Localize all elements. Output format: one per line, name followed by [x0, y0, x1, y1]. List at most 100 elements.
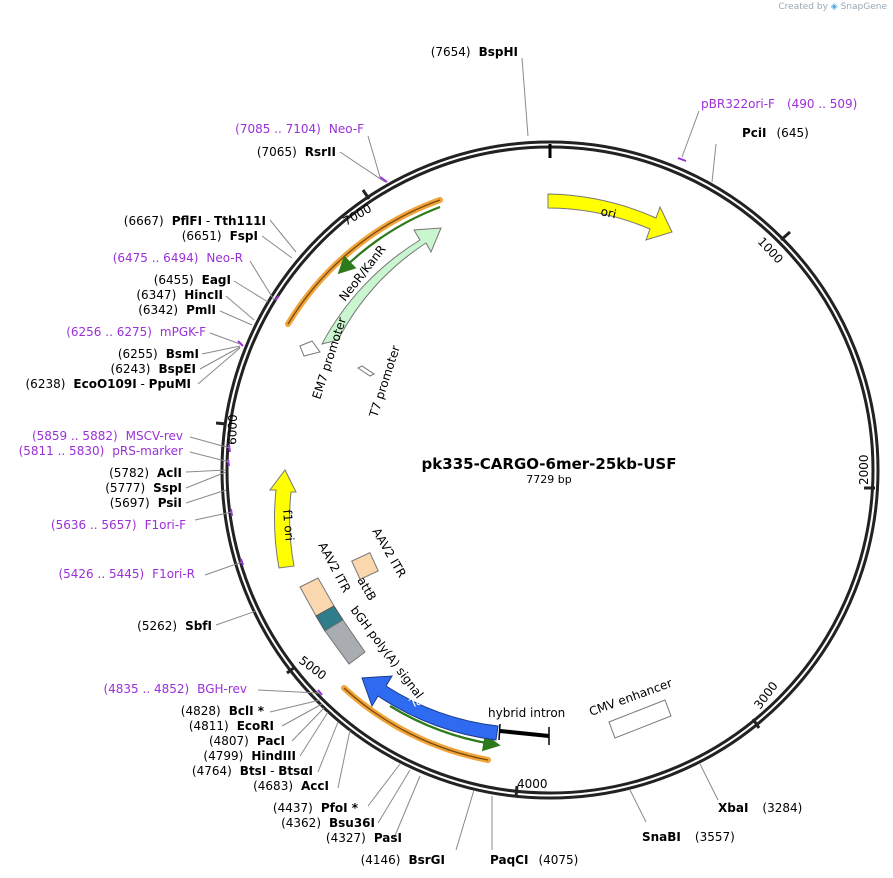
primer-range: (6475 .. 6494) [113, 251, 199, 265]
site-pmli[interactable]: (6342)PmlI [138, 303, 216, 317]
site-ecoo109i[interactable]: (6238)EcoO109I - PpuMI [26, 377, 192, 391]
site-pos: (5782) [109, 466, 149, 480]
site-pos: (5262) [137, 619, 177, 633]
site-name: PciI [742, 126, 767, 140]
feature-t7-arrow[interactable] [357, 365, 375, 377]
site-name: PacI [257, 734, 285, 748]
primer-prs-marker[interactable]: (5811 .. 5830)pRS-marker [19, 444, 183, 458]
site-bcli[interactable]: (4828)BclI * [181, 704, 265, 718]
site-name: SspI [153, 481, 182, 495]
site-pcii[interactable]: PciI (645) [742, 126, 809, 140]
site-name: HincII [184, 288, 223, 302]
tick-label-6000: 6000 [225, 414, 240, 445]
site-pos: (4683) [253, 779, 293, 793]
primer-name: F1ori-F [145, 518, 186, 532]
site-pflfi[interactable]: (6667)PflFI - Tth111I [124, 214, 266, 228]
site-name: BsrGI [408, 853, 445, 867]
site-name: AccI [301, 779, 329, 793]
site-fspi[interactable]: (6651)FspI [182, 229, 258, 243]
site-snabi[interactable]: SnaBI (3557) [642, 830, 735, 844]
primer-range: (7085 .. 7104) [235, 122, 321, 136]
primer-mpgk-f[interactable]: (6256 .. 6275)mPGK-F [66, 325, 206, 339]
site-pfoi[interactable]: (4437)PfoI * [273, 801, 359, 815]
site-sbfi[interactable]: (5262) SbfI [137, 619, 212, 633]
site-acli[interactable]: (5782)AclI [109, 466, 182, 480]
site-pos: (6455) [154, 273, 194, 287]
feature-bgh-box[interactable] [324, 619, 366, 665]
site-name: BspHI [479, 45, 518, 59]
site-bsphi[interactable]: (7654) BspHI [431, 45, 518, 59]
site-sspi[interactable]: (5777) SspI [105, 481, 182, 495]
site-rsrii[interactable]: (7065) RsrII [257, 145, 336, 159]
site-name: RsrII [305, 145, 336, 159]
site-ecori[interactable]: (4811)EcoRI [189, 719, 274, 733]
site-bsrgi[interactable]: (4146) BsrGI [361, 853, 445, 867]
site-btsi[interactable]: (4764)BtsI - BtsαI [192, 764, 313, 778]
site-bsmi[interactable]: (6255)BsmI [118, 347, 199, 361]
site-hindiii[interactable]: (4799)HindIII [203, 749, 296, 763]
primer-neo-f[interactable]: (7085 .. 7104) Neo-F [235, 122, 364, 136]
feature-tagbfp-arrow[interactable] [361, 675, 499, 741]
feature-f1ori-arrow[interactable] [269, 469, 297, 569]
tick-label-4000: 4000 [517, 777, 548, 791]
site-pos: (3557) [695, 830, 735, 844]
site-bspei[interactable]: (6243)BspEI [111, 362, 196, 376]
site-name: PfoI * [321, 801, 359, 815]
feature-neor-arrow[interactable] [321, 227, 442, 345]
site-labels: (7654) BspHI PciI (645) (7065) RsrII (6667)… [26, 45, 809, 867]
feature-cmv-box[interactable] [608, 699, 672, 739]
tick-5000 [286, 665, 296, 675]
primer-bgh-rev[interactable]: (4835 .. 4852)BGH-rev [103, 682, 247, 696]
site-psii[interactable]: (5697)PsiI [110, 496, 182, 510]
site-name: SnaBI [642, 830, 681, 844]
orf-top-left-arc-inner [287, 199, 441, 325]
primer-mscv-rev[interactable]: (5859 .. 5882)MSCV-rev [32, 429, 183, 443]
site-pos: (645) [777, 126, 809, 140]
site-eagi[interactable]: (6455)EagI [154, 273, 231, 287]
primer-marks [227, 157, 687, 696]
primer-f1ori-f[interactable]: (5636 .. 5657) F1ori-F [51, 518, 186, 532]
site-xbai[interactable]: XbaI(3284) [718, 801, 802, 815]
site-pos: (5777) [105, 481, 145, 495]
site-pos: (4362) [281, 816, 321, 830]
site-sep: - [266, 764, 278, 778]
site-sep: - [202, 214, 214, 228]
site-paqci[interactable]: PaqCI(4075) [490, 853, 578, 867]
site-name: EcoO109I [73, 377, 136, 391]
site-pos: (4799) [203, 749, 243, 763]
site-pos: (6347) [136, 288, 176, 302]
site-pos: (4764) [192, 764, 232, 778]
feature-f1ori-label: f1 ori [280, 509, 297, 541]
site-paci[interactable]: (4807)PacI [209, 734, 285, 748]
watermark-created-by: Created by [778, 2, 828, 12]
tick-4000 [514, 785, 519, 798]
primer-name: F1ori-R [152, 567, 195, 581]
site-pos: (7065) [257, 145, 297, 159]
site-pasi[interactable]: (4327)PasI [326, 831, 402, 845]
primer-name: Neo-F [329, 122, 364, 136]
site-pos: (4146) [361, 853, 401, 867]
primer-neo-r[interactable]: (6475 .. 6494)Neo-R [113, 251, 243, 265]
site-hincii[interactable]: (6347) HincII [136, 288, 223, 302]
site-bsu36i[interactable]: (4362)Bsu36I [281, 816, 375, 830]
feature-em7-arrow[interactable] [299, 340, 321, 357]
feature-ori-arrow[interactable] [547, 193, 673, 241]
watermark-brand: SnapGene [840, 2, 887, 12]
site-pos: (7654) [431, 45, 471, 59]
site-acci[interactable]: (4683) AccI [253, 779, 329, 793]
tick-label-2000: 2000 [857, 454, 871, 485]
primer-pbr322ori-f[interactable]: pBR322ori-F(490 .. 509) [701, 97, 857, 111]
site-name-2: Tth111I [214, 214, 266, 228]
orf-tagbfp-green-arc [389, 705, 501, 752]
feature-aav2itr-upper-box[interactable] [351, 552, 379, 580]
primer-range: (6256 .. 6275) [66, 325, 152, 339]
feature-hybrid-intron-bar[interactable] [499, 729, 550, 738]
site-sep: - [137, 377, 149, 391]
site-pos: (6243) [111, 362, 151, 376]
primer-range: (5636 .. 5657) [51, 518, 137, 532]
primer-f1ori-r[interactable]: (5426 .. 5445)F1ori-R [58, 567, 195, 581]
hybrid-intron-end-left [498, 723, 501, 741]
site-name-2: BtsαI [278, 764, 313, 778]
site-name: SbfI [185, 619, 212, 633]
